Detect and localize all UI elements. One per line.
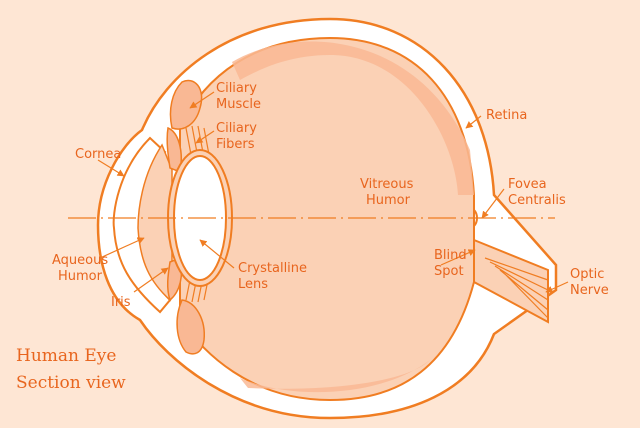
fovea-mark <box>473 209 478 227</box>
label-cornea: Cornea <box>75 147 121 162</box>
label-iris: Iris <box>111 295 131 310</box>
label-aqueous-humor: Aqueous Humor <box>52 253 112 284</box>
label-fovea-centralis: Fovea Centralis <box>508 177 566 208</box>
ciliary-muscle-lower <box>176 299 205 355</box>
retina-band <box>232 41 474 195</box>
vitreous-body <box>179 36 475 402</box>
ciliary-muscle-upper <box>169 79 203 130</box>
label-ciliary-muscle: Ciliary Muscle <box>216 81 261 112</box>
label-optic-nerve: Optic Nerve <box>570 267 609 298</box>
label-blind-spot: Blind Spot <box>434 248 471 279</box>
cornea <box>112 136 173 314</box>
iris-upper <box>166 126 182 174</box>
pointer-lines <box>97 91 569 293</box>
label-ciliary-fibers: Ciliary Fibers <box>216 121 261 152</box>
diagram-title: Human Eye Section view <box>16 346 126 393</box>
label-vitreous-humor: Vitreous Humor <box>360 177 417 208</box>
label-retina: Retina <box>486 108 527 123</box>
optic-nerve <box>473 238 549 324</box>
label-crystalline-lens: Crystalline Lens <box>238 261 311 292</box>
ciliary-fibers <box>185 125 211 303</box>
